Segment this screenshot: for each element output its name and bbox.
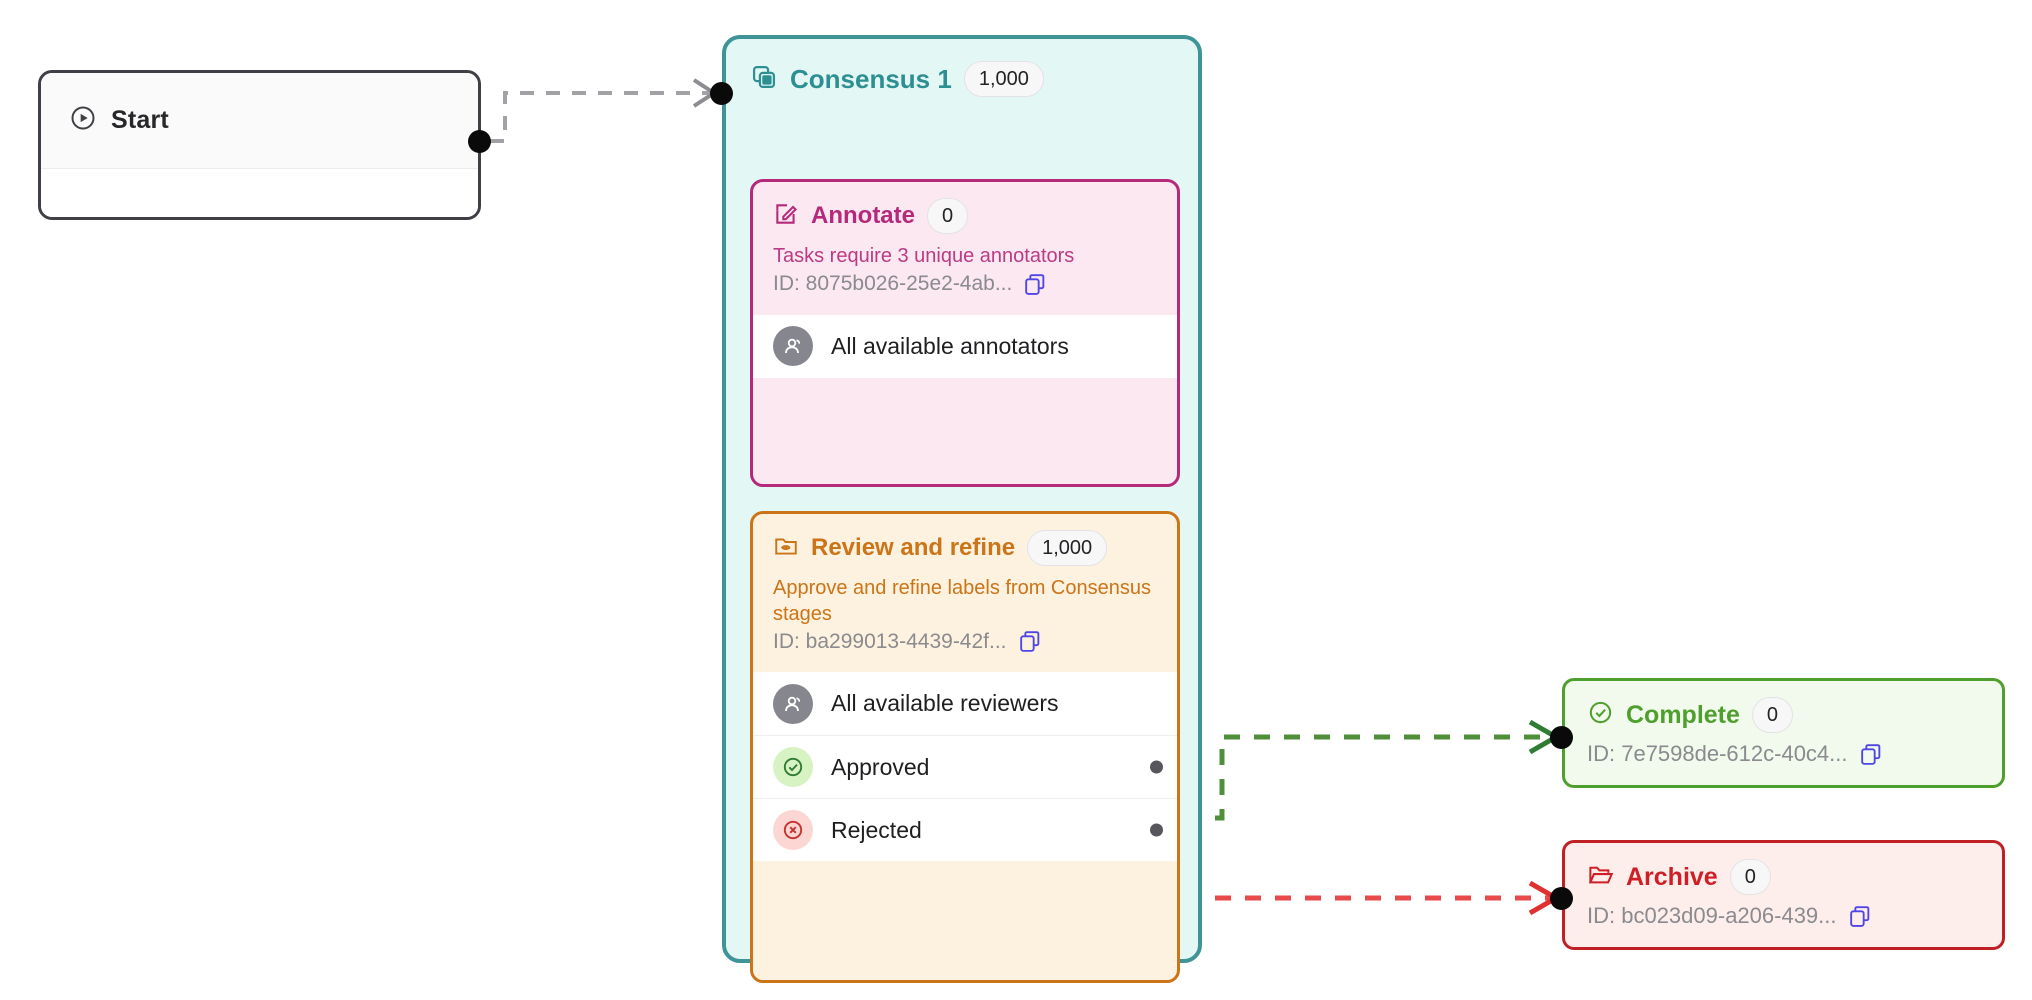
x-circle-icon (773, 810, 813, 851)
review-output-approved[interactable]: Approved (753, 735, 1177, 798)
review-description: Approve and refine labels from Consensus… (773, 577, 1151, 625)
stage-review-and-refine[interactable]: Review and refine 1,000 Approve and refi… (750, 511, 1180, 983)
play-circle-icon (69, 104, 97, 137)
complete-input-port[interactable] (1550, 726, 1573, 749)
open-folder-icon (1587, 861, 1614, 893)
review-assignee-label: All available reviewers (831, 690, 1059, 717)
users-group-icon (773, 326, 813, 367)
review-header: Review and refine 1,000 Approve and refi… (753, 514, 1177, 672)
layers-copy-icon (750, 63, 778, 96)
annotate-header: Annotate 0 Tasks require 3 unique annota… (753, 182, 1177, 315)
edge-start-to-consensus (490, 91, 710, 143)
copy-icon[interactable] (1847, 904, 1872, 929)
check-circle-icon (1587, 699, 1614, 731)
consensus-input-port[interactable] (710, 82, 733, 105)
consensus-count-badge: 1,000 (963, 61, 1044, 97)
node-start[interactable]: Start (38, 70, 481, 220)
complete-id-label: ID: 7e7598de-612c-40c4... (1587, 741, 1848, 766)
archive-input-port[interactable] (1550, 887, 1573, 910)
rejected-label: Rejected (831, 816, 922, 843)
check-circle-icon (773, 747, 813, 788)
annotate-title: Annotate (811, 202, 915, 229)
review-count-badge: 1,000 (1027, 530, 1108, 566)
annotate-id-label: ID: 8075b026-25e2-4ab... (773, 272, 1013, 296)
annotate-count-badge: 0 (927, 198, 969, 234)
annotate-assignee-label: All available annotators (831, 332, 1069, 359)
copy-icon[interactable] (1017, 629, 1042, 654)
annotate-assignee-row[interactable]: All available annotators (753, 315, 1177, 378)
stage-annotate[interactable]: Annotate 0 Tasks require 3 unique annota… (750, 179, 1180, 487)
edit-square-icon (773, 201, 799, 232)
archive-title: Archive (1626, 862, 1718, 891)
folder-eye-icon (773, 533, 799, 564)
start-header: Start (41, 73, 478, 169)
consensus-title: Consensus 1 (790, 63, 952, 94)
node-archive[interactable]: Archive 0 ID: bc023d09-a206-439... (1562, 840, 2005, 950)
review-id-label: ID: ba299013-4439-42f... (773, 629, 1007, 653)
review-output-rejected[interactable]: Rejected (753, 798, 1177, 861)
review-body: All available reviewers Approved (753, 672, 1177, 862)
start-title: Start (111, 106, 169, 134)
annotate-body: All available annotators (753, 314, 1177, 378)
node-consensus-1[interactable]: Consensus 1 1,000 Annotate 0 Tas (722, 35, 1202, 983)
node-complete[interactable]: Complete 0 ID: 7e7598de-612c-40c4... (1562, 678, 2005, 788)
annotate-description: Tasks require 3 unique annotators (773, 245, 1075, 267)
complete-title: Complete (1626, 700, 1740, 729)
edge-approved-to-complete (1185, 734, 1550, 821)
complete-count-badge: 0 (1751, 697, 1794, 733)
approved-label: Approved (831, 753, 930, 780)
review-assignee-row[interactable]: All available reviewers (753, 672, 1177, 735)
start-output-port[interactable] (468, 130, 491, 153)
consensus-header: Consensus 1 1,000 (726, 39, 1198, 97)
users-group-icon (773, 683, 813, 724)
archive-id-label: ID: bc023d09-a206-439... (1587, 903, 1837, 928)
review-title: Review and refine (811, 534, 1016, 561)
approved-output-port[interactable] (1150, 760, 1163, 774)
rejected-output-port[interactable] (1150, 823, 1163, 837)
start-body (41, 169, 478, 217)
copy-icon[interactable] (1022, 272, 1047, 297)
copy-icon[interactable] (1858, 742, 1883, 767)
archive-count-badge: 0 (1729, 859, 1771, 895)
